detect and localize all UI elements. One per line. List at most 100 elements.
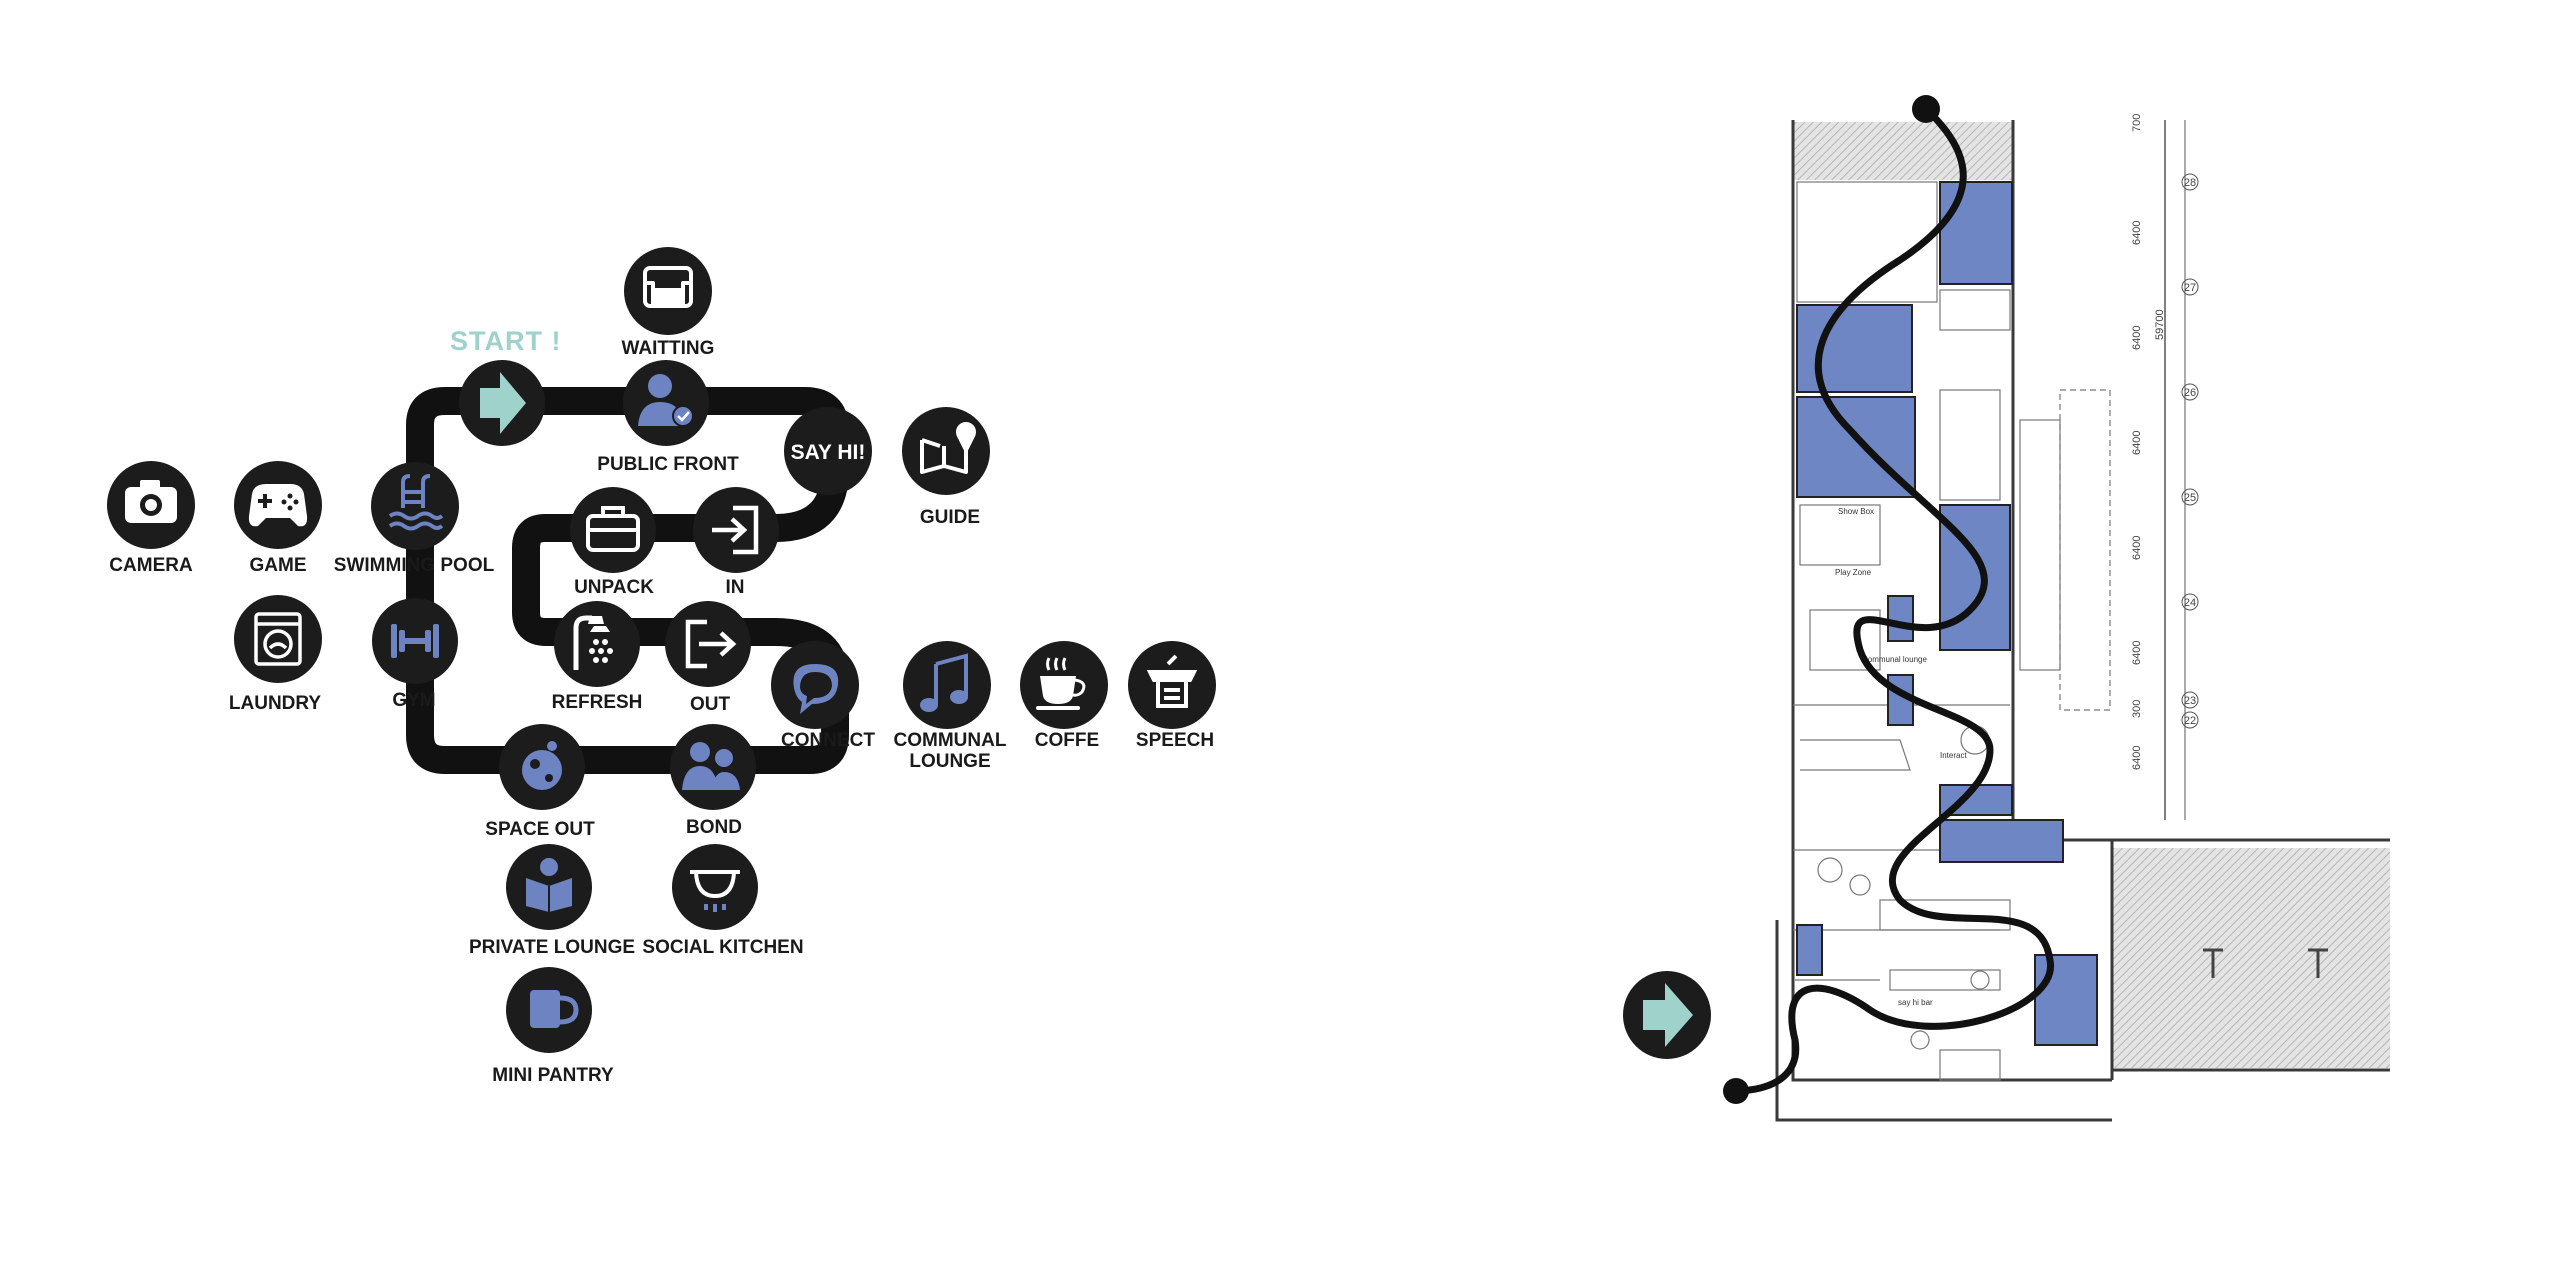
hall-columns	[2203, 948, 2328, 978]
node-gym-label: GYM	[392, 690, 435, 711]
reading-icon	[526, 858, 572, 912]
node-bond[interactable]: BOND	[670, 724, 756, 838]
node-speech[interactable]: SPEECH	[1128, 641, 1216, 751]
node-laundry[interactable]: LAUNDRY	[229, 595, 322, 714]
node-refresh-label: REFRESH	[552, 692, 643, 713]
node-out[interactable]: OUT	[665, 601, 751, 715]
node-communal-lounge-label-2: LOUNGE	[909, 751, 990, 772]
people-icon	[682, 742, 740, 790]
right-arrow-icon	[480, 372, 526, 434]
node-out-label: OUT	[690, 694, 731, 715]
dim-6: 6400	[2131, 746, 2143, 770]
dumbbell-icon	[391, 624, 439, 658]
dim-4: 6400	[2131, 536, 2143, 560]
node-gym[interactable]: GYM	[372, 598, 458, 711]
chat-bubble-icon	[793, 664, 839, 714]
node-unpack-label: UNPACK	[574, 577, 654, 598]
node-speech-label: SPEECH	[1136, 730, 1214, 751]
armchair-icon	[643, 266, 693, 308]
plan-label-interact: Interact	[1940, 751, 1967, 760]
node-game[interactable]: GAME	[234, 461, 322, 576]
node-public-front-label: PUBLIC FRONT	[597, 454, 739, 475]
coffee-cup-icon	[1036, 657, 1086, 710]
hatched-top-area	[1793, 122, 2013, 180]
dim-5: 6400	[2131, 641, 2143, 665]
node-unpack[interactable]: UNPACK	[570, 487, 656, 598]
node-waitting[interactable]: WAITTING	[622, 247, 715, 359]
node-public-front[interactable]: PUBLIC FRONT	[597, 360, 739, 475]
node-connect[interactable]: CONNECT	[771, 641, 875, 751]
node-social-kitchen-label: SOCIAL KITCHEN	[642, 937, 803, 958]
pool-ladder-icon	[388, 474, 444, 531]
node-in[interactable]: IN	[693, 487, 779, 598]
node-say-hi[interactable]: SAY HI!	[784, 407, 872, 495]
node-communal-lounge[interactable]: COMMUNAL LOUNGE	[894, 641, 1007, 772]
pot-icon	[690, 870, 740, 912]
music-note-icon	[920, 653, 968, 712]
node-coffe[interactable]: COFFE	[1020, 641, 1108, 751]
dimension-lines: 700 6400 6400 6400 6400 6400 6400 300 59…	[2131, 114, 2199, 820]
sign-in-icon	[712, 505, 759, 555]
node-say-hi-label: SAY HI!	[791, 441, 866, 464]
plan-label-communal-lounge: Communal lounge	[1862, 655, 1927, 664]
plan-label-show-box: Show Box	[1838, 507, 1874, 516]
start-label: START !	[450, 326, 561, 356]
node-private-lounge[interactable]: PRIVATE LOUNGE	[469, 844, 635, 958]
map-book-icon	[920, 422, 976, 474]
grid-mark-2: 26	[2184, 387, 2196, 399]
node-private-lounge-label: PRIVATE LOUNGE	[469, 937, 635, 958]
node-connect-label: CONNECT	[781, 730, 875, 751]
node-guide[interactable]: GUIDE	[902, 407, 990, 528]
node-waitting-label: WAITTING	[622, 338, 715, 359]
circulation-path	[1732, 105, 2054, 1095]
grid-mark-6: 22	[2184, 715, 2196, 727]
node-laundry-label: LAUNDRY	[229, 693, 322, 714]
journey-diagram: START ! WAITTING PUBLIC FRONT SAY HI!	[107, 247, 1216, 1086]
path-start-dot	[1912, 95, 1940, 123]
node-refresh[interactable]: REFRESH	[552, 601, 643, 713]
planet-icon	[522, 741, 562, 790]
checked-user-icon	[638, 374, 694, 427]
mug-icon	[530, 990, 579, 1028]
node-space-out-label: SPACE OUT	[485, 819, 595, 840]
entry-arrow-node	[1623, 971, 1711, 1059]
podium-icon	[1146, 654, 1198, 708]
node-mini-pantry-label: MINI PANTRY	[492, 1065, 614, 1086]
gamepad-icon	[248, 484, 308, 527]
node-space-out[interactable]: SPACE OUT	[485, 724, 595, 840]
grid-mark-0: 28	[2184, 177, 2196, 189]
plan-rooms	[1796, 181, 2098, 1046]
start-arrow-node[interactable]	[459, 360, 545, 446]
dim-total: 59700	[2154, 309, 2166, 340]
node-guide-label: GUIDE	[920, 507, 980, 528]
node-coffe-label: COFFE	[1035, 730, 1099, 751]
grid-mark-3: 25	[2184, 492, 2196, 504]
plan-walls	[1775, 120, 2390, 1122]
entry-arrow-icon	[1643, 983, 1693, 1047]
washing-machine-icon	[254, 612, 302, 666]
plan-interior-lines	[1793, 181, 2111, 1081]
node-mini-pantry[interactable]: MINI PANTRY	[492, 967, 614, 1086]
plan-label-say-hi-bar: say hi bar	[1898, 998, 1933, 1007]
shower-icon	[573, 615, 613, 670]
node-camera-label: CAMERA	[109, 555, 193, 576]
dim-0: 700	[2131, 114, 2143, 132]
path-end-dot	[1723, 1078, 1749, 1104]
node-bond-label: BOND	[686, 817, 742, 838]
dim-3: 6400	[2131, 431, 2143, 455]
dim-2: 6400	[2131, 326, 2143, 350]
grid-mark-5: 23	[2184, 695, 2196, 707]
node-game-label: GAME	[250, 555, 307, 576]
hatched-hall-area	[2112, 848, 2390, 1068]
grid-mark-4: 24	[2184, 597, 2196, 609]
node-swimming-pool[interactable]: SWIMMING POOL	[334, 462, 495, 576]
node-in-label: IN	[726, 577, 745, 598]
plan-label-play-zone: Play Zone	[1835, 568, 1872, 577]
node-communal-lounge-label-1: COMMUNAL	[894, 730, 1007, 751]
dim-7: 300	[2131, 700, 2143, 718]
node-social-kitchen[interactable]: SOCIAL KITCHEN	[642, 844, 804, 958]
node-camera[interactable]: CAMERA	[107, 461, 195, 576]
sign-out-icon	[685, 619, 737, 669]
grid-mark-1: 27	[2184, 282, 2196, 294]
dim-1: 6400	[2131, 221, 2143, 245]
